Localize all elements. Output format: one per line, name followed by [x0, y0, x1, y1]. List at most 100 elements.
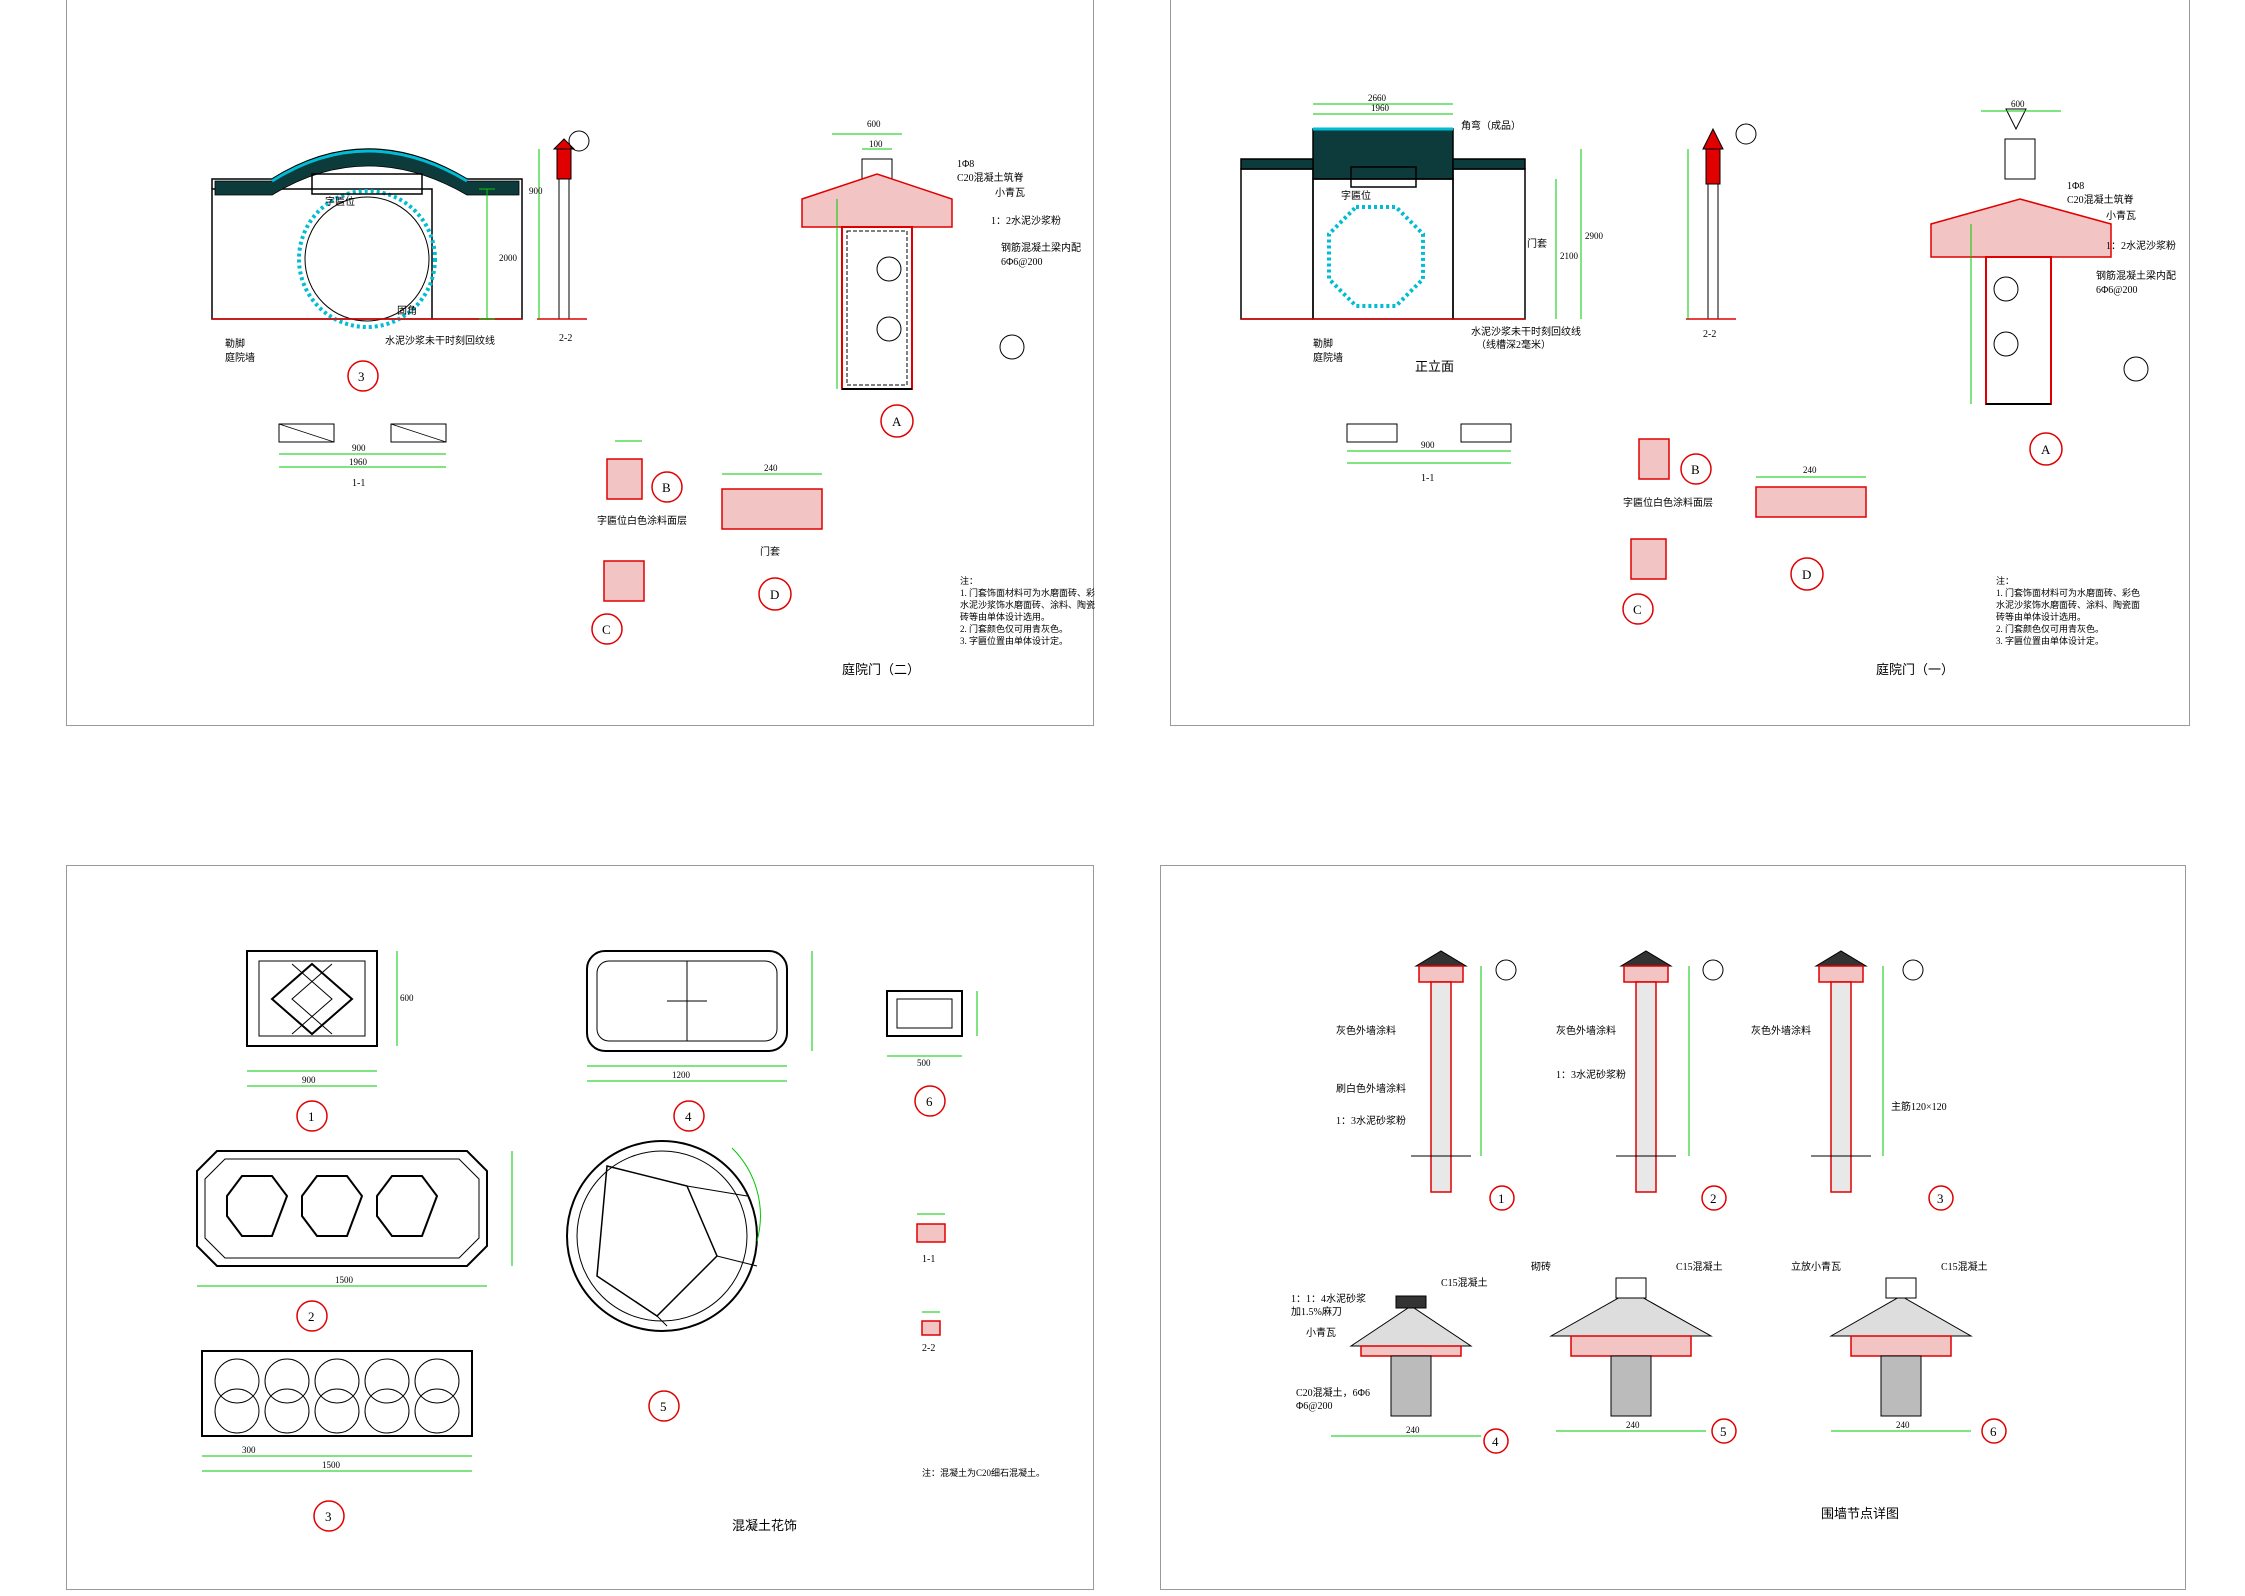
label-gangjin-tr: 钢筋混凝土梁内配 — [2096, 269, 2176, 282]
label-c15-w5: C15混凝土 — [1676, 1260, 1723, 1273]
section-label-2-2-bl: 2-2 — [922, 1343, 935, 1354]
label-c20-w4: C20混凝土，6Φ6 — [1296, 1386, 1370, 1399]
sheet-br-canvas: 1 灰色外墙涂料 刷白色外墙涂料 1：3水泥砂浆粉 2 灰色外墙涂料 1：3水泥… — [1291, 950, 2007, 1521]
dim-240-tr: 240 — [1803, 465, 1817, 475]
svg-text:砖等由单体设计选用。: 砖等由单体设计选用。 — [960, 611, 1050, 622]
section-label-2-2: 2-2 — [559, 333, 572, 344]
label-gangjin2-tr: 6Φ6@200 — [2096, 285, 2138, 296]
callout-w3: 3 — [1937, 1191, 1944, 1206]
label-c20-tr: C20混凝土筑脊 — [2067, 193, 2134, 206]
callout-w5: 5 — [1720, 1424, 1727, 1439]
dim-500-o6: 500 — [917, 1058, 931, 1068]
label-gangjin-tl: 钢筋混凝土梁内配 — [1001, 241, 1081, 254]
label-shuasha-1: 刷白色外墙涂料 — [1336, 1082, 1406, 1095]
label-mada-w4: 加1.5%麻刀 — [1291, 1305, 1342, 1318]
drawing-sheet-wall-node-details: 1 灰色外墙涂料 刷白色外墙涂料 1：3水泥砂浆粉 2 灰色外墙涂料 1：3水泥… — [1160, 865, 2186, 1590]
svg-text:5: 5 — [660, 1399, 667, 1414]
callout-C-tr: C — [1633, 602, 1642, 617]
section-1-1 — [278, 423, 447, 468]
callout-w2: 2 — [1710, 1191, 1717, 1206]
callout-w6: 6 — [1990, 1424, 1997, 1439]
note-bl: 注：混凝土为C20细石混凝土。 — [922, 1467, 1045, 1478]
callout-D-tl: D — [770, 587, 779, 602]
label-gangjin-w5: 砌砖 — [1531, 1260, 1551, 1273]
sheet-bl-canvas: 900 600 1 1500 2 300 1500 3 — [196, 950, 1045, 1533]
section-1-1-tr — [1346, 423, 1512, 464]
label-huise-2: 灰色外墙涂料 — [1556, 1024, 1616, 1037]
callout-w4: 4 — [1492, 1434, 1499, 1449]
dim-2000: 2000 — [499, 253, 518, 263]
dim-600-o1: 600 — [400, 993, 414, 1003]
callout-A-tl: A — [892, 414, 902, 429]
label-jiaowan: 角弯（成品） — [1461, 119, 1521, 132]
section-2-2-column — [537, 130, 590, 320]
wall-detail-3 — [1811, 950, 1954, 1211]
label-xiaoqingwa-w4: 小青瓦 — [1306, 1326, 1336, 1339]
dim-2900-tr: 2900 — [1585, 231, 1604, 241]
detail-D — [721, 473, 823, 611]
label-gang-3: 主筋120×120 — [1891, 1100, 1947, 1113]
label-liwa-w6: 立放小青瓦 — [1791, 1260, 1841, 1273]
dim-900-tl: 900 — [352, 443, 366, 453]
section-label-1-1-tr: 1-1 — [1421, 473, 1434, 484]
ornament-1 — [246, 950, 398, 1087]
label-shanjiang-tl: 1：2水泥沙浆粉 — [991, 214, 1061, 227]
dim-100-A: 100 — [869, 139, 883, 149]
ornament-5 — [566, 1140, 761, 1332]
label-shuini: 水泥沙浆未干时刻回纹线 — [385, 334, 495, 347]
detail-C — [591, 560, 645, 645]
ornament-2 — [196, 1150, 513, 1287]
sheet-title-tl: 庭院门（二） — [842, 662, 920, 677]
svg-text:1. 门套饰面材料可为水磨面砖、彩色: 1. 门套饰面材料可为水磨面砖、彩色 — [960, 587, 1095, 598]
callout-o2: 2 — [296, 1300, 328, 1332]
svg-text:3. 字匾位置由单体设计定。: 3. 字匾位置由单体设计定。 — [1996, 635, 2104, 646]
dim-2100-tr: 2100 — [1560, 251, 1579, 261]
drawing-sheet-courtyard-gate-2: 字匾位 固角 勒脚 庭院墙 水泥沙浆未干时刻回纹线 2000 3 900 196… — [66, 0, 1104, 726]
label-huise-3: 灰色外墙涂料 — [1751, 1024, 1811, 1037]
dim-300-o3: 300 — [242, 1445, 256, 1455]
ornament-section-1-1 — [916, 1213, 946, 1243]
dim-1960-tl: 1960 — [349, 457, 368, 467]
dim-1200-o4: 1200 — [672, 1070, 691, 1080]
label-huaqi-tr: 1Φ8 — [2067, 181, 2084, 192]
callout-3: 3 — [347, 360, 379, 392]
dim-900-o1: 900 — [302, 1075, 316, 1085]
wall-detail-1 — [1411, 950, 1517, 1211]
wall-detail-5 — [1549, 1277, 1737, 1444]
svg-text:砖等由单体设计选用。: 砖等由单体设计选用。 — [1996, 611, 2086, 622]
callout-o6: 6 — [914, 1085, 946, 1117]
callout-o1: 1 — [296, 1100, 328, 1132]
svg-text:4: 4 — [685, 1109, 692, 1124]
dim-1500-o3: 1500 — [322, 1460, 341, 1470]
label-zibian: 字匾位 — [325, 195, 355, 208]
sheet-tl-canvas: 字匾位 固角 勒脚 庭院墙 水泥沙浆未干时刻回纹线 2000 3 900 196… — [211, 119, 1104, 677]
svg-text:水泥沙浆饰水磨面砖、涂料、陶瓷面: 水泥沙浆饰水磨面砖、涂料、陶瓷面 — [960, 599, 1095, 610]
wall-detail-6 — [1829, 1277, 2007, 1444]
label-mentao-tr: 门套 — [1527, 237, 1547, 250]
ornament-3 — [201, 1350, 473, 1472]
sheet-tr-canvas: 2660 1960 2900 2100 角弯（成品） 字匾位 门套 勒脚 庭院墙… — [1240, 93, 2176, 677]
svg-text:2. 门套颜色仅可用青灰色。: 2. 门套颜色仅可用青灰色。 — [960, 623, 1068, 634]
svg-text:6: 6 — [926, 1094, 933, 1109]
svg-text:1. 门套饰面材料可为水磨面砖、彩色: 1. 门套饰面材料可为水磨面砖、彩色 — [1996, 587, 2140, 598]
elevation-label: 正立面 — [1415, 359, 1454, 374]
dim-240-w6: 240 — [1896, 1420, 1910, 1430]
notes-tl: 注： 1. 门套饰面材料可为水磨面砖、彩色 水泥沙浆饰水磨面砖、涂料、陶瓷面 砖… — [960, 575, 1104, 646]
sheet-title-bl: 混凝土花饰 — [732, 1518, 797, 1533]
callout-B-tr: B — [1691, 462, 1700, 477]
section-label-2-2-tr: 2-2 — [1703, 329, 1716, 340]
callout-o3: 3 — [313, 1500, 345, 1532]
gate-elevation-3-dims — [479, 188, 495, 320]
svg-text:3: 3 — [325, 1509, 332, 1524]
label-shuinisha-2: 1：3水泥砂浆粉 — [1556, 1068, 1626, 1081]
notes-tr: 注： 1. 门套饰面材料可为水磨面砖、彩色 水泥沙浆饰水磨面砖、涂料、陶瓷面 砖… — [1996, 575, 2140, 646]
dim-1960-tr: 1960 — [1371, 103, 1390, 113]
label-c15-w4: C15混凝土 — [1441, 1276, 1488, 1289]
label-c15-w6: C15混凝土 — [1941, 1260, 1988, 1273]
label-lemian: 勒脚 — [225, 337, 245, 350]
label-xiaoqingwa-tl: 小青瓦 — [995, 186, 1025, 199]
callout-D-tr: D — [1802, 567, 1811, 582]
dim-240-w5: 240 — [1626, 1420, 1640, 1430]
svg-text:1: 1 — [308, 1109, 315, 1124]
label-c20b-w4: Φ6@200 — [1296, 1401, 1333, 1412]
